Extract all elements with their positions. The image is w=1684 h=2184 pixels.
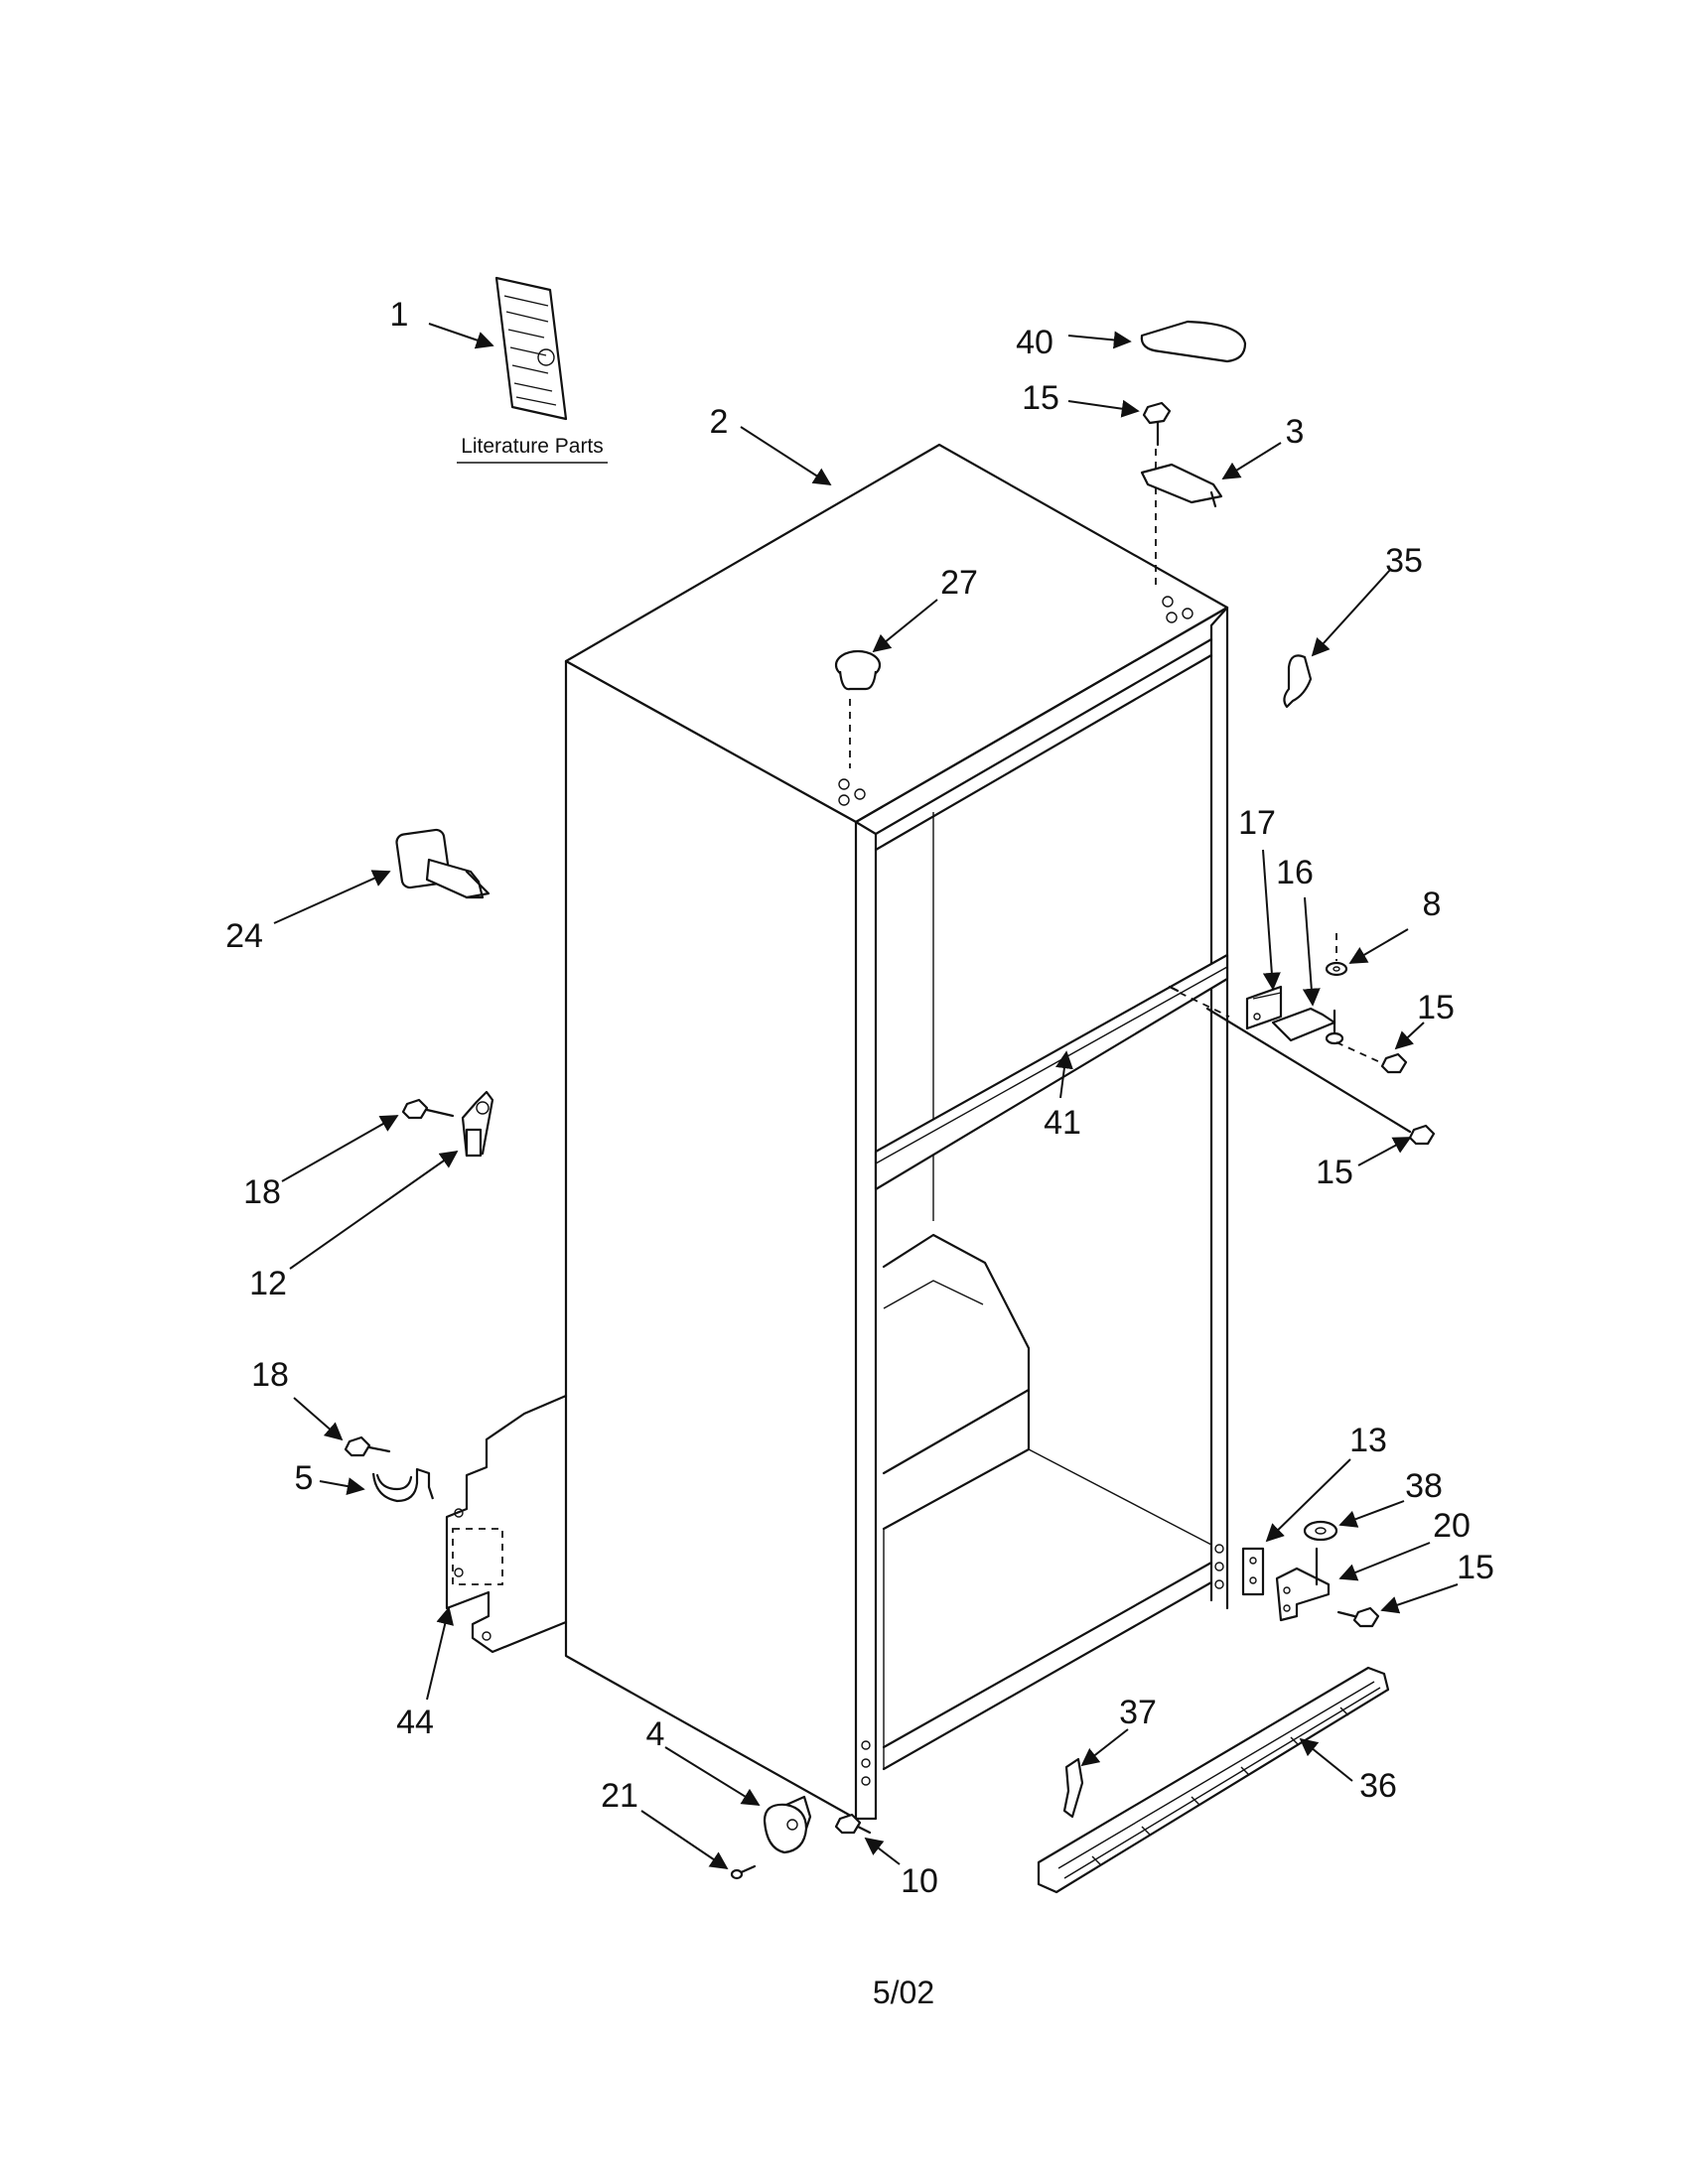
clamp-part — [371, 1467, 435, 1503]
screw-part-lower — [1336, 1606, 1380, 1628]
hinge-pin-cover-part — [1283, 654, 1313, 709]
callout-12: 12 — [249, 1265, 287, 1302]
roller-pin-part — [730, 1864, 757, 1880]
callout-24: 24 — [225, 917, 263, 955]
roller-part — [763, 1795, 812, 1854]
screw-part — [1142, 401, 1172, 590]
grille-clip-part — [1062, 1757, 1084, 1819]
callout-1: 1 — [390, 296, 409, 334]
hinge-cover-part — [1140, 320, 1247, 363]
bracket-part — [461, 1090, 494, 1158]
spacer-part — [1303, 1520, 1338, 1542]
callout-5: 5 — [295, 1459, 314, 1497]
refrigerator-cabinet — [564, 443, 1229, 1821]
callout-41: 41 — [1044, 1104, 1081, 1142]
lower-hinge-part — [1275, 1547, 1331, 1622]
lower-hinge-shim-part — [1241, 1547, 1265, 1596]
date-code: 5/02 — [873, 1975, 934, 2010]
washer-part — [1325, 933, 1348, 977]
center-hinge-bracket-part — [1245, 985, 1283, 1030]
toe-grille-part — [1037, 1666, 1390, 1894]
callout-4: 4 — [646, 1715, 665, 1753]
rear-panel-part — [445, 1394, 568, 1654]
callout-leaders — [273, 323, 1459, 1870]
callout-15-right: 15 — [1316, 1154, 1353, 1191]
callout-35: 35 — [1385, 542, 1423, 580]
callout-2: 2 — [710, 403, 729, 441]
callout-20: 20 — [1433, 1507, 1471, 1545]
literature-booklet-icon — [494, 276, 568, 421]
callout-18-lower: 18 — [251, 1356, 289, 1394]
screw-part-center — [1205, 1007, 1436, 1146]
callout-44: 44 — [396, 1704, 434, 1741]
callout-13: 13 — [1349, 1422, 1387, 1459]
callout-3: 3 — [1286, 413, 1305, 451]
roller-screw-part — [834, 1813, 872, 1835]
callout-15-lower: 15 — [1457, 1549, 1494, 1586]
callout-18-upper: 18 — [243, 1173, 281, 1211]
bolt-part-lower — [344, 1435, 391, 1457]
callout-40: 40 — [1016, 324, 1053, 361]
callout-16: 16 — [1276, 854, 1314, 891]
top-hinge-part — [1140, 463, 1223, 508]
bolt-part — [401, 1098, 455, 1120]
plug-button-part — [834, 649, 882, 768]
callout-8: 8 — [1423, 886, 1442, 923]
callout-15-center: 15 — [1417, 989, 1455, 1026]
callout-36: 36 — [1359, 1767, 1397, 1805]
callout-37: 37 — [1119, 1694, 1157, 1731]
callout-15-top: 15 — [1022, 379, 1059, 417]
callout-21: 21 — [601, 1777, 638, 1815]
callout-38: 38 — [1405, 1467, 1443, 1505]
literature-parts-label: Literature Parts — [461, 435, 604, 458]
leveling-leg-part — [395, 828, 491, 899]
callout-27: 27 — [940, 564, 978, 602]
center-hinge-part — [1271, 1007, 1344, 1045]
callout-17: 17 — [1238, 804, 1276, 842]
callout-labels: 1 2 40 15 3 35 27 17 16 8 15 41 15 24 18… — [225, 296, 1494, 1900]
callout-10: 10 — [901, 1862, 938, 1900]
